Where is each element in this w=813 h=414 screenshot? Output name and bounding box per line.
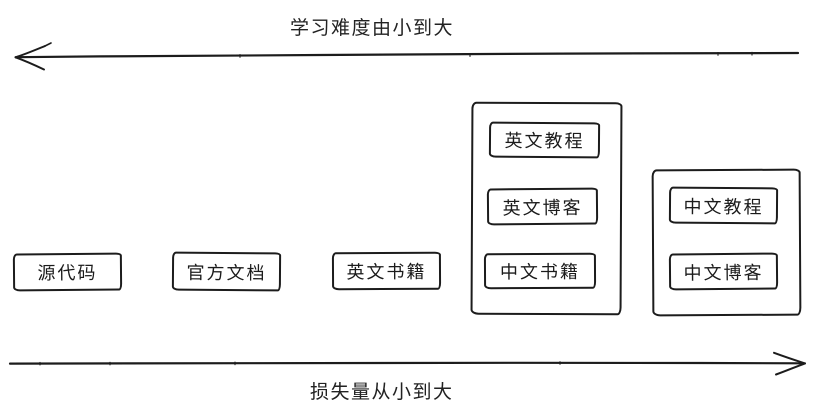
box-chinese-tutorials-label: 中文教程 <box>683 196 764 217</box>
box-chinese-books: 中文书籍 <box>483 252 597 290</box>
box-english-tutorials-label: 英文教程 <box>504 130 585 152</box>
box-chinese-blogs: 中文博客 <box>668 252 779 291</box>
loss-axis-label: 损失量从小到大 <box>310 382 454 403</box>
box-english-blogs-label: 英文博客 <box>502 197 583 218</box>
box-english-books-label: 英文书籍 <box>346 261 427 283</box>
box-official-docs: 官方文档 <box>171 251 282 292</box>
difficulty-axis-label: 学习难度由小到大 <box>290 18 455 39</box>
box-official-docs-label: 官方文档 <box>186 262 267 283</box>
box-chinese-tutorials: 中文教程 <box>668 186 779 225</box>
box-source-code: 源代码 <box>12 252 123 292</box>
box-chinese-blogs-label: 中文博客 <box>683 262 764 283</box>
box-english-blogs: 英文博客 <box>486 187 599 226</box>
box-english-tutorials: 英文教程 <box>488 121 601 159</box>
left-arrow-icon <box>14 42 800 71</box>
box-source-code-label: 源代码 <box>37 262 98 284</box>
box-chinese-books-label: 中文书籍 <box>499 261 581 283</box>
box-english-books: 英文书籍 <box>331 251 442 291</box>
right-arrow-icon <box>8 351 806 376</box>
